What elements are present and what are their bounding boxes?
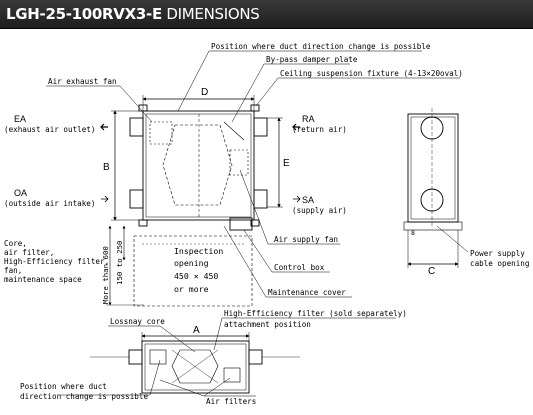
label-more-than-600: More than 600	[101, 246, 110, 304]
ea-desc: (exhaust air outlet)	[4, 125, 95, 134]
model-name: LGH-25-100RVX3-E	[6, 5, 162, 23]
inspection-line-1: Inspection	[174, 246, 223, 256]
dim-8-label: 8	[411, 229, 415, 237]
dimension-e: E	[267, 117, 290, 208]
dimension-c: C	[407, 230, 459, 277]
ra-desc: (return air)	[292, 125, 347, 134]
page-title: LGH-25-100RVX3-E DIMENSIONS	[6, 5, 260, 23]
ra-code: RA	[302, 114, 315, 124]
dimension-b: B	[103, 110, 139, 221]
label-lossnay-core: Lossnay core	[110, 317, 165, 326]
oa-code: OA	[14, 188, 27, 198]
dim-a-label: A	[193, 325, 200, 336]
dim-c-label: C	[428, 266, 435, 277]
inspection-line-2: opening	[174, 258, 209, 268]
header-bar: LGH-25-100RVX3-E DIMENSIONS	[0, 0, 533, 29]
side-view	[403, 108, 463, 231]
dim-e-label: E	[283, 158, 290, 169]
oa-desc: (outside air intake)	[4, 199, 95, 208]
inspection-opening: Inspection opening 450 × 450 or more	[133, 235, 253, 307]
label-ceiling-suspension: Ceiling suspension fixture (4-13×20oval)	[280, 69, 463, 78]
maintenance-dims	[106, 225, 144, 306]
label-power-supply-2: cable opening	[470, 259, 529, 268]
ea-port: EA (exhaust air outlet)	[4, 114, 108, 134]
label-power-supply-1: Power supply	[470, 249, 525, 258]
ea-code: EA	[14, 114, 26, 124]
maint-line-2: air filter,	[4, 248, 54, 257]
label-duct-change-bottom-2: direction change is possible	[20, 392, 148, 401]
label-bypass-damper: By-pass damper plate	[266, 55, 358, 64]
label-duct-change-bottom-1: Position where duct	[20, 382, 107, 391]
sa-port: SA (supply air)	[292, 195, 347, 215]
ra-port: RA (return air)	[292, 114, 347, 134]
maint-line-1: Core,	[4, 239, 27, 248]
label-hef-attach-2: attachment position	[224, 320, 311, 329]
maint-line-4: fan,	[4, 266, 22, 275]
label-maintenance-cover: Maintenance cover	[268, 288, 346, 297]
maint-line-3: High-Efficiency filter,	[4, 257, 109, 266]
sa-desc: (supply air)	[292, 206, 347, 215]
oa-port: OA (outside air intake)	[4, 188, 109, 208]
bottom-view	[90, 340, 300, 394]
label-air-supply-fan: Air supply fan	[274, 235, 338, 244]
dimension-a: A	[141, 325, 250, 341]
label-air-filters: Air filters	[206, 397, 256, 406]
label-control-box: Control box	[274, 263, 325, 272]
label-duct-change-top: Position where duct direction change is …	[211, 42, 431, 51]
maintenance-space-note: Core, air filter, High-Efficiency filter…	[4, 239, 109, 284]
sa-code: SA	[302, 195, 314, 205]
top-view	[129, 104, 268, 231]
maint-line-5: maintenance space	[4, 275, 82, 284]
label-hef-attach-1: High-Efficiency filter (sold separately)	[224, 309, 407, 318]
label-air-exhaust-fan: Air exhaust fan	[48, 77, 117, 86]
inspection-line-3: 450 × 450	[174, 271, 218, 281]
inspection-line-4: or more	[174, 284, 209, 294]
dimension-d: D	[142, 87, 255, 111]
label-150-250: 150 to 250	[115, 241, 124, 286]
dim-b-label: B	[103, 162, 110, 173]
title-suffix: DIMENSIONS	[166, 5, 260, 23]
dim-d-label: D	[201, 87, 208, 98]
